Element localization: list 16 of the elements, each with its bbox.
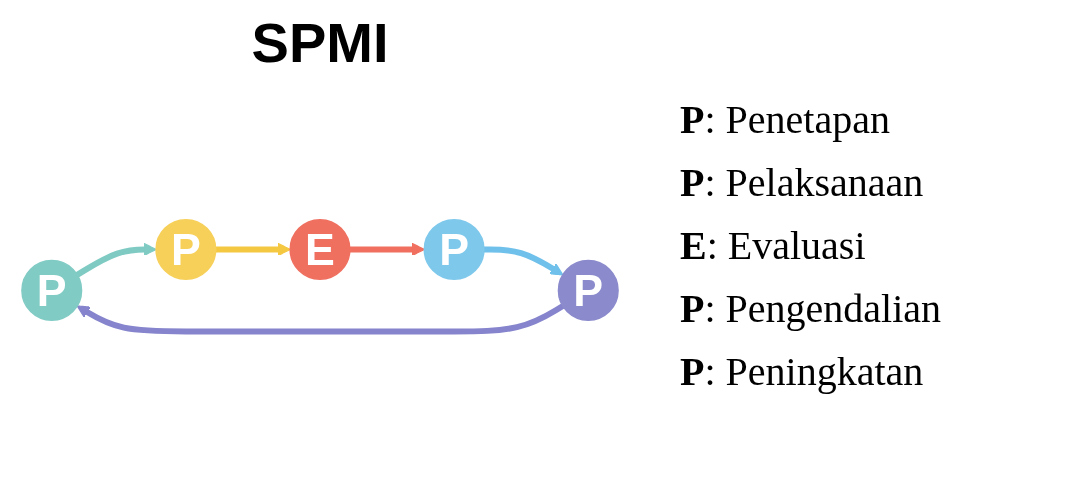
arrow <box>215 243 291 257</box>
legend-text: P: Pelaksanaan <box>680 158 925 206</box>
arrow <box>76 303 565 335</box>
arrow <box>75 243 157 278</box>
arrow <box>483 246 564 276</box>
node-circle: P <box>557 260 619 322</box>
node-circle: P <box>423 219 485 281</box>
node-circle: E <box>289 219 351 281</box>
node-circle: P <box>21 260 83 322</box>
legend-text: P: Penetapan <box>680 95 891 143</box>
diagram-title: SPMI <box>251 10 389 75</box>
legend-text: P: Peningkatan <box>680 347 925 395</box>
node-circle: P <box>155 219 217 281</box>
arrow <box>349 243 425 257</box>
legend-text: P: Pengendalian <box>680 284 943 332</box>
legend-text: E: Evaluasi <box>680 221 867 269</box>
